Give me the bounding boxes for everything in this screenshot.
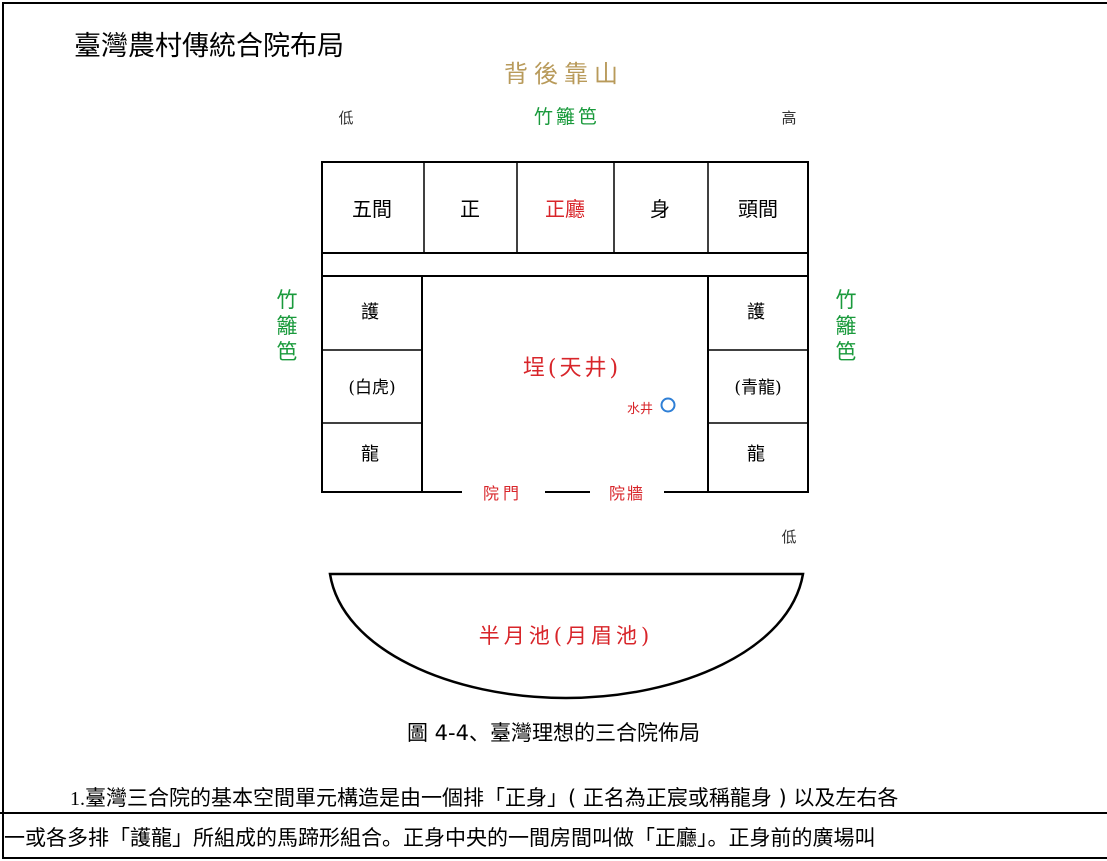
half-moon-pond [328,572,805,700]
left-wing-long: 龍 [361,444,379,465]
paragraph-line-1-text: 臺灣三合院的基本空間單元構造是由一個排「正身」( 正名為正宸或稱龍身 ) 以及左… [85,786,899,810]
mountain-label: 背後靠山 [504,60,624,88]
left-fence-char-3: 笆 [277,340,298,364]
left-wing-outline [321,276,423,493]
text-row-divider [0,812,1107,814]
well-icon [660,397,676,413]
courtyard-label: 埕(天井) [523,356,621,381]
room-zheng: 正 [460,197,480,221]
high-right-label: 高 [781,109,796,127]
right-wing-qinglong: (青龍) [734,378,781,398]
room-tou-jian: 頭間 [738,197,778,221]
top-fence-label: 竹籬笆 [534,106,600,128]
left-fence-char-2: 籬 [277,314,298,338]
wall-label: 院牆 [609,484,645,503]
right-fence-char-2: 籬 [836,314,857,338]
right-fence-char-1: 竹 [836,288,857,312]
room-main-hall: 正廳 [545,197,585,221]
left-wing-baihu: (白虎) [348,378,395,398]
right-wing-hu: 護 [747,302,765,323]
pond-label: 半月池(月眉池) [479,624,653,648]
right-fence-char-3: 笆 [836,340,857,364]
low-bottom-right-label: 低 [781,528,796,546]
room-shen: 身 [650,197,670,221]
left-wing-hu: 護 [361,302,379,323]
room-five-jian: 五間 [352,197,392,221]
paragraph-line-2: 一或各多排「護龍」所組成的馬蹄形組合。正身中央的一間房間叫做「正廳」。正身前的廣… [4,826,876,850]
right-wing-long: 龍 [747,444,765,465]
main-hall-row [321,161,809,277]
paragraph-line-1: 1.臺灣三合院的基本空間單元構造是由一個排「正身」( 正名為正宸或稱龍身 ) 以… [70,782,898,812]
right-wing-outline [707,276,809,493]
gate-label: 院門 [483,484,523,503]
figure-caption: 圖 4-4、臺灣理想的三合院佈局 [407,721,700,745]
well-label: 水井 [627,402,653,417]
left-fence-char-1: 竹 [277,288,298,312]
page-heading: 臺灣農村傳統合院布局 [74,31,344,62]
low-left-label: 低 [338,109,353,127]
paragraph-number: 1. [70,788,85,810]
